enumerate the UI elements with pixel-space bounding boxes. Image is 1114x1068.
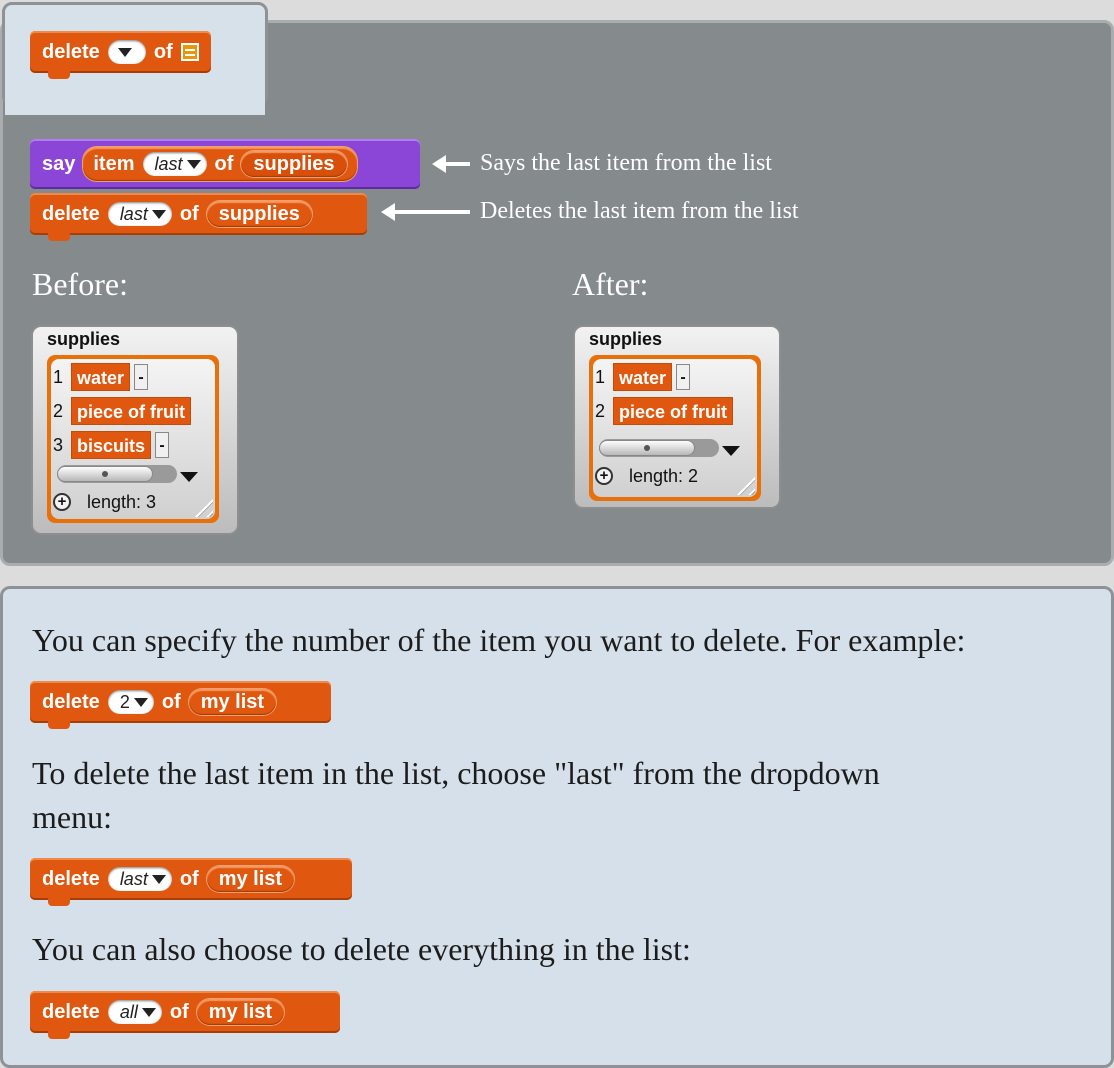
note-delete: Deletes the last item from the list bbox=[480, 198, 799, 224]
delete-last-my-list-block[interactable]: delete last of my list bbox=[30, 858, 352, 906]
scrollbar[interactable] bbox=[599, 440, 695, 456]
delete-all-block[interactable]: delete all of my list bbox=[30, 991, 340, 1039]
dropdown-arrow-icon bbox=[186, 159, 201, 169]
block-notch bbox=[48, 1031, 70, 1039]
block-notch bbox=[48, 233, 70, 241]
block-of: of bbox=[169, 1000, 189, 1023]
my-list-variable[interactable]: my list bbox=[206, 866, 295, 892]
index-value: 2 bbox=[119, 691, 130, 712]
supplies-variable[interactable]: supplies bbox=[206, 201, 312, 227]
dropdown-arrow-icon bbox=[151, 209, 166, 219]
dropdown-arrow-icon bbox=[141, 1007, 156, 1017]
paragraph-line: To delete the last item in the list, cho… bbox=[32, 755, 880, 791]
index-dropdown[interactable]: last bbox=[107, 202, 172, 226]
note-say: Says the last item from the list bbox=[480, 150, 772, 176]
list-item: 2 piece of fruit bbox=[595, 397, 734, 425]
resize-handle-icon[interactable] bbox=[189, 493, 213, 517]
list-item: 3 biscuits - bbox=[53, 431, 170, 459]
block-of: of bbox=[161, 690, 181, 713]
remove-item-button[interactable]: - bbox=[134, 364, 149, 390]
list-item: 1 water - bbox=[53, 363, 149, 391]
arrow-left-icon bbox=[432, 155, 470, 173]
block-notch bbox=[48, 71, 70, 79]
list-contents: 1 water - 2 piece of fruit 3 biscuits - … bbox=[51, 359, 215, 519]
item-index: 1 bbox=[595, 366, 606, 387]
list-frame: 1 water - 2 piece of fruit + length: 2 bbox=[589, 355, 761, 501]
description-panel bbox=[0, 586, 1114, 1068]
supplies-variable[interactable]: supplies bbox=[241, 151, 347, 177]
say-label: say bbox=[42, 152, 76, 175]
resize-handle-icon[interactable] bbox=[731, 471, 755, 495]
scrollbar[interactable] bbox=[57, 466, 153, 482]
index-value: all bbox=[119, 1001, 138, 1022]
index-value: last bbox=[119, 868, 148, 889]
paragraph-choose-last: To delete the last item in the list, cho… bbox=[32, 751, 880, 839]
block-verb: delete bbox=[42, 867, 100, 890]
block-notch bbox=[48, 721, 70, 729]
index-dropdown-slot[interactable] bbox=[107, 40, 146, 64]
scroll-knob bbox=[102, 471, 108, 477]
tab-join bbox=[5, 85, 265, 115]
scroll-knob bbox=[644, 445, 650, 451]
delete-last-block[interactable]: delete last of supplies bbox=[30, 193, 367, 241]
paragraph-specify-number: You can specify the number of the item y… bbox=[32, 622, 966, 658]
index-dropdown[interactable]: all bbox=[107, 1000, 162, 1024]
remove-item-button[interactable]: - bbox=[155, 432, 170, 458]
say-block[interactable]: say item last of supplies bbox=[30, 139, 420, 189]
list-item: 1 water - bbox=[595, 363, 691, 391]
item-cell[interactable]: water bbox=[71, 363, 131, 391]
item-cell[interactable]: piece of fruit bbox=[613, 397, 734, 425]
length-label: length: 2 bbox=[629, 466, 699, 486]
watcher-name: supplies bbox=[47, 329, 121, 349]
item-index: 3 bbox=[53, 434, 64, 455]
block-of: of bbox=[179, 867, 199, 890]
my-list-variable[interactable]: my list bbox=[188, 689, 277, 715]
list-item: 2 piece of fruit bbox=[53, 397, 192, 425]
block-verb: delete bbox=[42, 202, 100, 225]
paragraph-delete-everything: You can also choose to delete everything… bbox=[32, 931, 691, 967]
block-of: of bbox=[179, 202, 199, 225]
add-item-button[interactable]: + bbox=[595, 467, 613, 485]
block-verb: delete bbox=[42, 1000, 100, 1023]
index-dropdown[interactable]: last bbox=[107, 867, 172, 891]
after-label: After: bbox=[572, 266, 649, 302]
add-item-button[interactable]: + bbox=[53, 493, 71, 511]
dropdown-arrow-icon bbox=[117, 47, 132, 57]
item-cell[interactable]: piece of fruit bbox=[71, 397, 192, 425]
item-index: 2 bbox=[53, 400, 64, 421]
item-index: 1 bbox=[53, 366, 64, 387]
before-label: Before: bbox=[32, 266, 128, 302]
dropdown-arrow-icon bbox=[133, 697, 148, 707]
delete-number-block[interactable]: delete 2 of my list bbox=[30, 681, 331, 729]
block-verb: delete bbox=[42, 40, 100, 63]
item-cell[interactable]: biscuits bbox=[71, 431, 152, 459]
item-index: 2 bbox=[595, 400, 606, 421]
remove-item-button[interactable]: - bbox=[676, 364, 691, 390]
index-dropdown[interactable]: 2 bbox=[107, 690, 154, 714]
list-icon bbox=[180, 43, 199, 61]
block-of: of bbox=[153, 40, 173, 63]
list-watcher-after[interactable]: supplies 1 water - 2 piece of fruit + le… bbox=[573, 325, 781, 509]
item-of-reporter[interactable]: item last of supplies bbox=[83, 147, 357, 181]
block-notch bbox=[48, 898, 70, 906]
header-delete-block[interactable]: delete of bbox=[30, 31, 211, 79]
menu-triangle-icon[interactable] bbox=[722, 446, 740, 456]
of-label: of bbox=[214, 152, 234, 175]
length-label: length: 3 bbox=[87, 492, 157, 512]
index-value: last bbox=[119, 203, 148, 224]
item-label: item bbox=[93, 152, 135, 175]
list-watcher-before[interactable]: supplies 1 water - 2 piece of fruit 3 bi… bbox=[31, 325, 239, 535]
watcher-name: supplies bbox=[589, 329, 663, 349]
list-frame: 1 water - 2 piece of fruit 3 biscuits - … bbox=[47, 355, 219, 523]
my-list-variable[interactable]: my list bbox=[196, 999, 285, 1025]
paragraph-line: menu: bbox=[32, 799, 112, 835]
arrow-left-icon bbox=[381, 203, 470, 221]
index-value: last bbox=[154, 153, 183, 174]
block-verb: delete bbox=[42, 690, 100, 713]
dropdown-arrow-icon bbox=[151, 874, 166, 884]
list-contents: 1 water - 2 piece of fruit + length: 2 bbox=[593, 359, 757, 497]
index-dropdown[interactable]: last bbox=[142, 152, 207, 176]
menu-triangle-icon[interactable] bbox=[180, 472, 198, 482]
item-cell[interactable]: water bbox=[613, 363, 673, 391]
